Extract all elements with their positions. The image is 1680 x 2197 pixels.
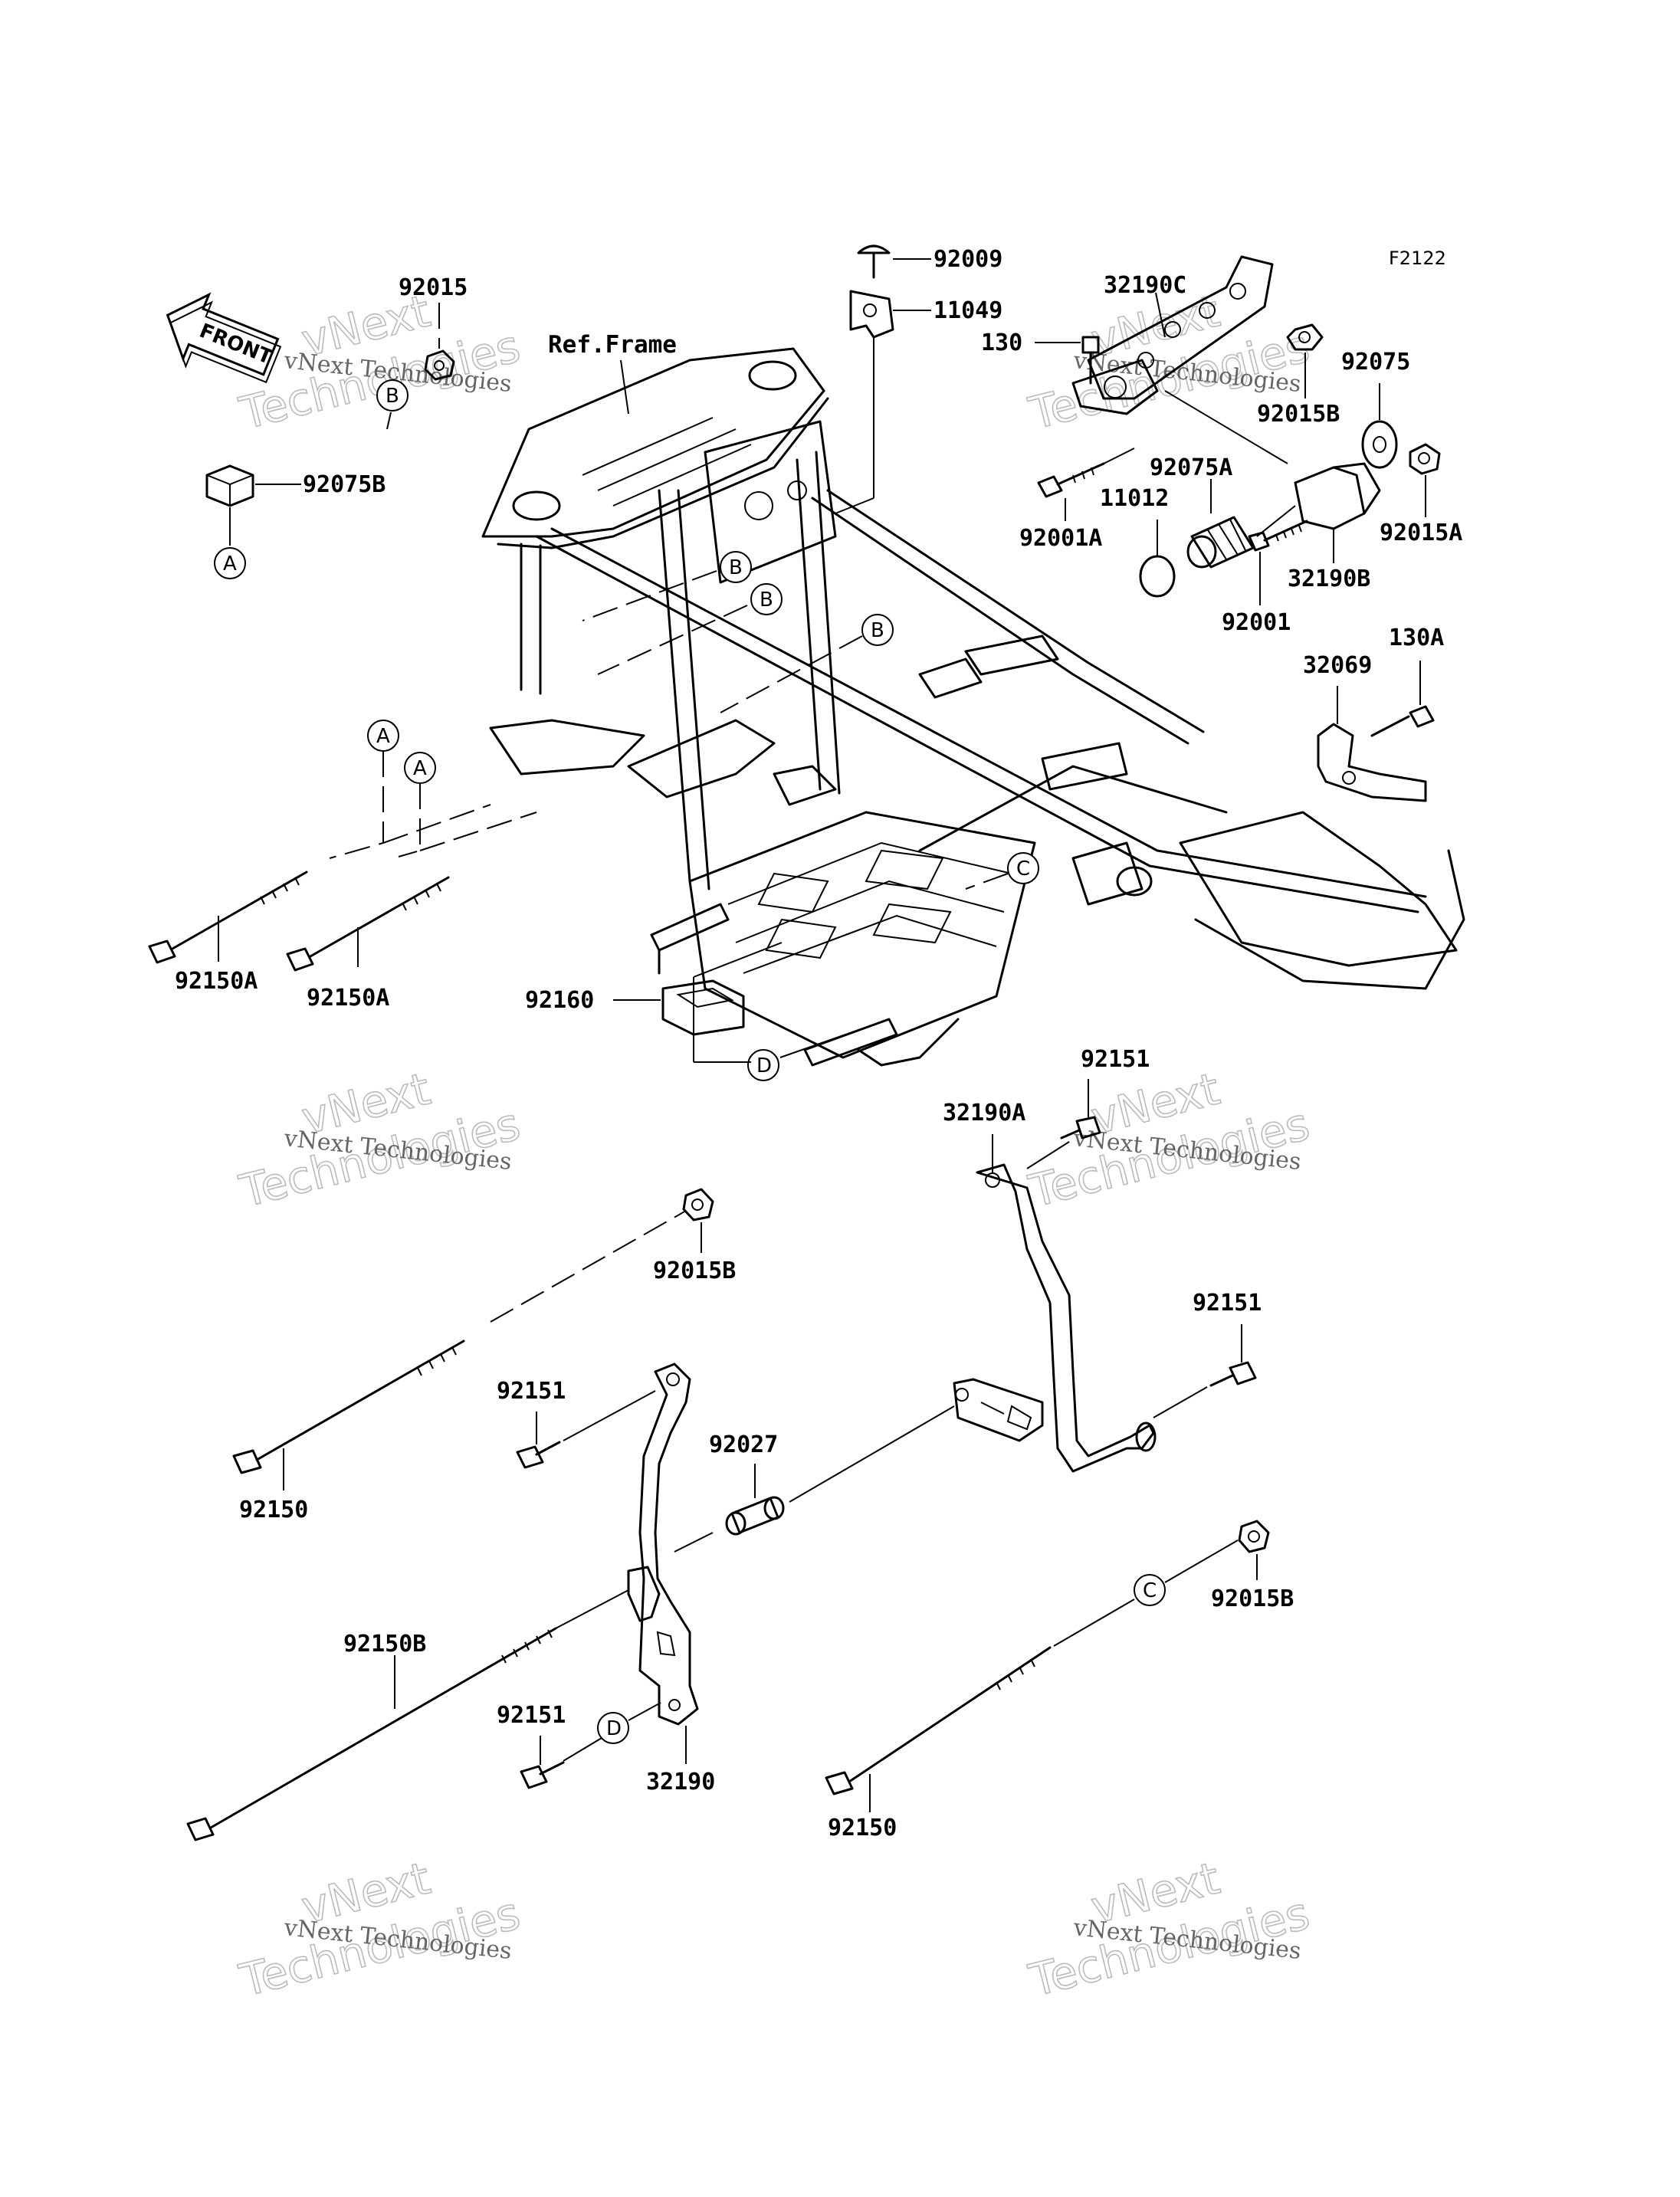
label-11049: 11049	[934, 297, 1002, 324]
callout-a-1: A	[214, 547, 246, 579]
bolt-92151-right-icon	[1209, 1361, 1257, 1387]
svg-text:B: B	[729, 556, 743, 579]
callout-a-3: A	[404, 752, 436, 784]
bolt-92150A-2-icon	[286, 876, 450, 972]
bracket-32190B-icon	[1294, 462, 1381, 530]
bolt-92150-right-icon	[825, 1646, 1052, 1795]
label-92015A: 92015A	[1380, 520, 1462, 546]
nut-92015A-icon	[1409, 443, 1441, 475]
label-92027: 92027	[709, 1431, 778, 1458]
bracket-32190C-icon	[1087, 255, 1274, 400]
svg-text:A: A	[376, 725, 390, 748]
nut-92015-icon	[424, 349, 455, 381]
callout-b-4: B	[861, 614, 894, 646]
svg-text:C: C	[1016, 857, 1030, 880]
label-92015B-top: 92015B	[1257, 401, 1340, 428]
callout-d-2: D	[597, 1712, 629, 1744]
bolt-92001A-icon	[1037, 462, 1105, 498]
bolt-92150A-1-icon	[148, 871, 308, 964]
label-11012: 11012	[1100, 485, 1169, 512]
bolt-130A-icon	[1370, 705, 1435, 737]
watermark-bottom-left: vNext Technologies vNext Technologies	[234, 1851, 526, 2008]
svg-text:C: C	[1143, 1579, 1157, 1602]
bushing-92075A-icon	[1186, 516, 1255, 569]
bolt-92150-left-icon	[232, 1340, 465, 1474]
callout-b-1: B	[376, 379, 409, 412]
label-92075B: 92075B	[303, 471, 386, 498]
label-92150A-1: 92150A	[175, 968, 258, 995]
bracket-32069-icon	[1317, 723, 1427, 802]
label-92151-bottom: 92151	[497, 1702, 566, 1729]
label-92001: 92001	[1222, 609, 1291, 636]
watermark-mid-left: vNext Technologies vNext Technologies	[234, 1062, 526, 1218]
figure-code: F2122	[1389, 248, 1446, 269]
callout-c-1: C	[1007, 852, 1039, 884]
label-32190C: 32190C	[1104, 272, 1186, 299]
clamp-11049-icon	[849, 290, 894, 339]
svg-text:A: A	[413, 757, 427, 780]
label-32190B: 32190B	[1288, 566, 1370, 592]
callout-d-1: D	[747, 1049, 779, 1081]
block-92075B-icon	[205, 464, 254, 507]
label-92151-top: 92151	[1081, 1046, 1150, 1073]
svg-text:B: B	[760, 589, 773, 612]
label-32190A: 32190A	[943, 1100, 1025, 1126]
label-92015B-low: 92015B	[1211, 1585, 1294, 1612]
watermark-mid-right: vNext Technologies vNext Technologies	[1023, 1062, 1315, 1218]
bracket-32190A-icon	[953, 1163, 1157, 1473]
label-92150B: 92150B	[343, 1631, 426, 1658]
label-92001A: 92001A	[1019, 525, 1102, 552]
label-ref-frame: Ref.Frame	[548, 331, 677, 359]
watermark-top-left: vNext Technologies vNext Technologies	[234, 284, 526, 441]
screw-92009-icon	[857, 244, 891, 279]
label-92151-right: 92151	[1193, 1290, 1262, 1317]
label-130A: 130A	[1389, 625, 1444, 651]
label-92075A: 92075A	[1150, 454, 1232, 481]
bolt-92151-top-icon	[1060, 1116, 1101, 1139]
label-92009: 92009	[934, 246, 1002, 273]
label-92150A-2: 92150A	[307, 985, 389, 1012]
svg-text:B: B	[386, 385, 399, 408]
label-92075: 92075	[1341, 349, 1410, 375]
washer-11012-icon	[1139, 555, 1176, 598]
svg-text:B: B	[871, 619, 884, 642]
label-92151-left: 92151	[497, 1378, 566, 1405]
watermark-bottom-right: vNext Technologies vNext Technologies	[1023, 1851, 1315, 2008]
callout-b-2: B	[720, 551, 752, 583]
nut-92015B-mid-icon	[682, 1188, 714, 1221]
main-frame	[481, 347, 1465, 1067]
bolt-92151-bottom-icon	[520, 1761, 565, 1789]
label-32069: 32069	[1303, 652, 1372, 679]
front-arrow-icon: FRONT	[166, 292, 282, 384]
nut-92015B-top-icon	[1286, 323, 1324, 351]
label-130: 130	[981, 330, 1022, 356]
bracket-32190-icon	[627, 1362, 699, 1726]
svg-text:A: A	[223, 553, 237, 575]
collar-92027-icon	[725, 1496, 785, 1536]
damper-92160-icon	[661, 979, 745, 1036]
nut-92015B-low-icon	[1238, 1520, 1270, 1553]
callout-a-2: A	[367, 720, 399, 752]
label-92015B-mid: 92015B	[653, 1258, 736, 1284]
bolt-92151-left-icon	[516, 1441, 561, 1469]
washer-92075-icon	[1361, 420, 1398, 469]
label-92160: 92160	[525, 987, 594, 1014]
label-32190: 32190	[646, 1769, 715, 1795]
svg-text:D: D	[756, 1054, 772, 1077]
label-92015: 92015	[399, 274, 468, 301]
label-92150-right: 92150	[828, 1815, 897, 1841]
callout-c-2: C	[1134, 1574, 1166, 1606]
callout-b-3: B	[750, 583, 783, 615]
bolt-92001-icon	[1248, 520, 1308, 552]
svg-text:D: D	[606, 1717, 622, 1740]
bolt-92150B-icon	[186, 1627, 557, 1841]
label-92150-left: 92150	[239, 1497, 308, 1523]
